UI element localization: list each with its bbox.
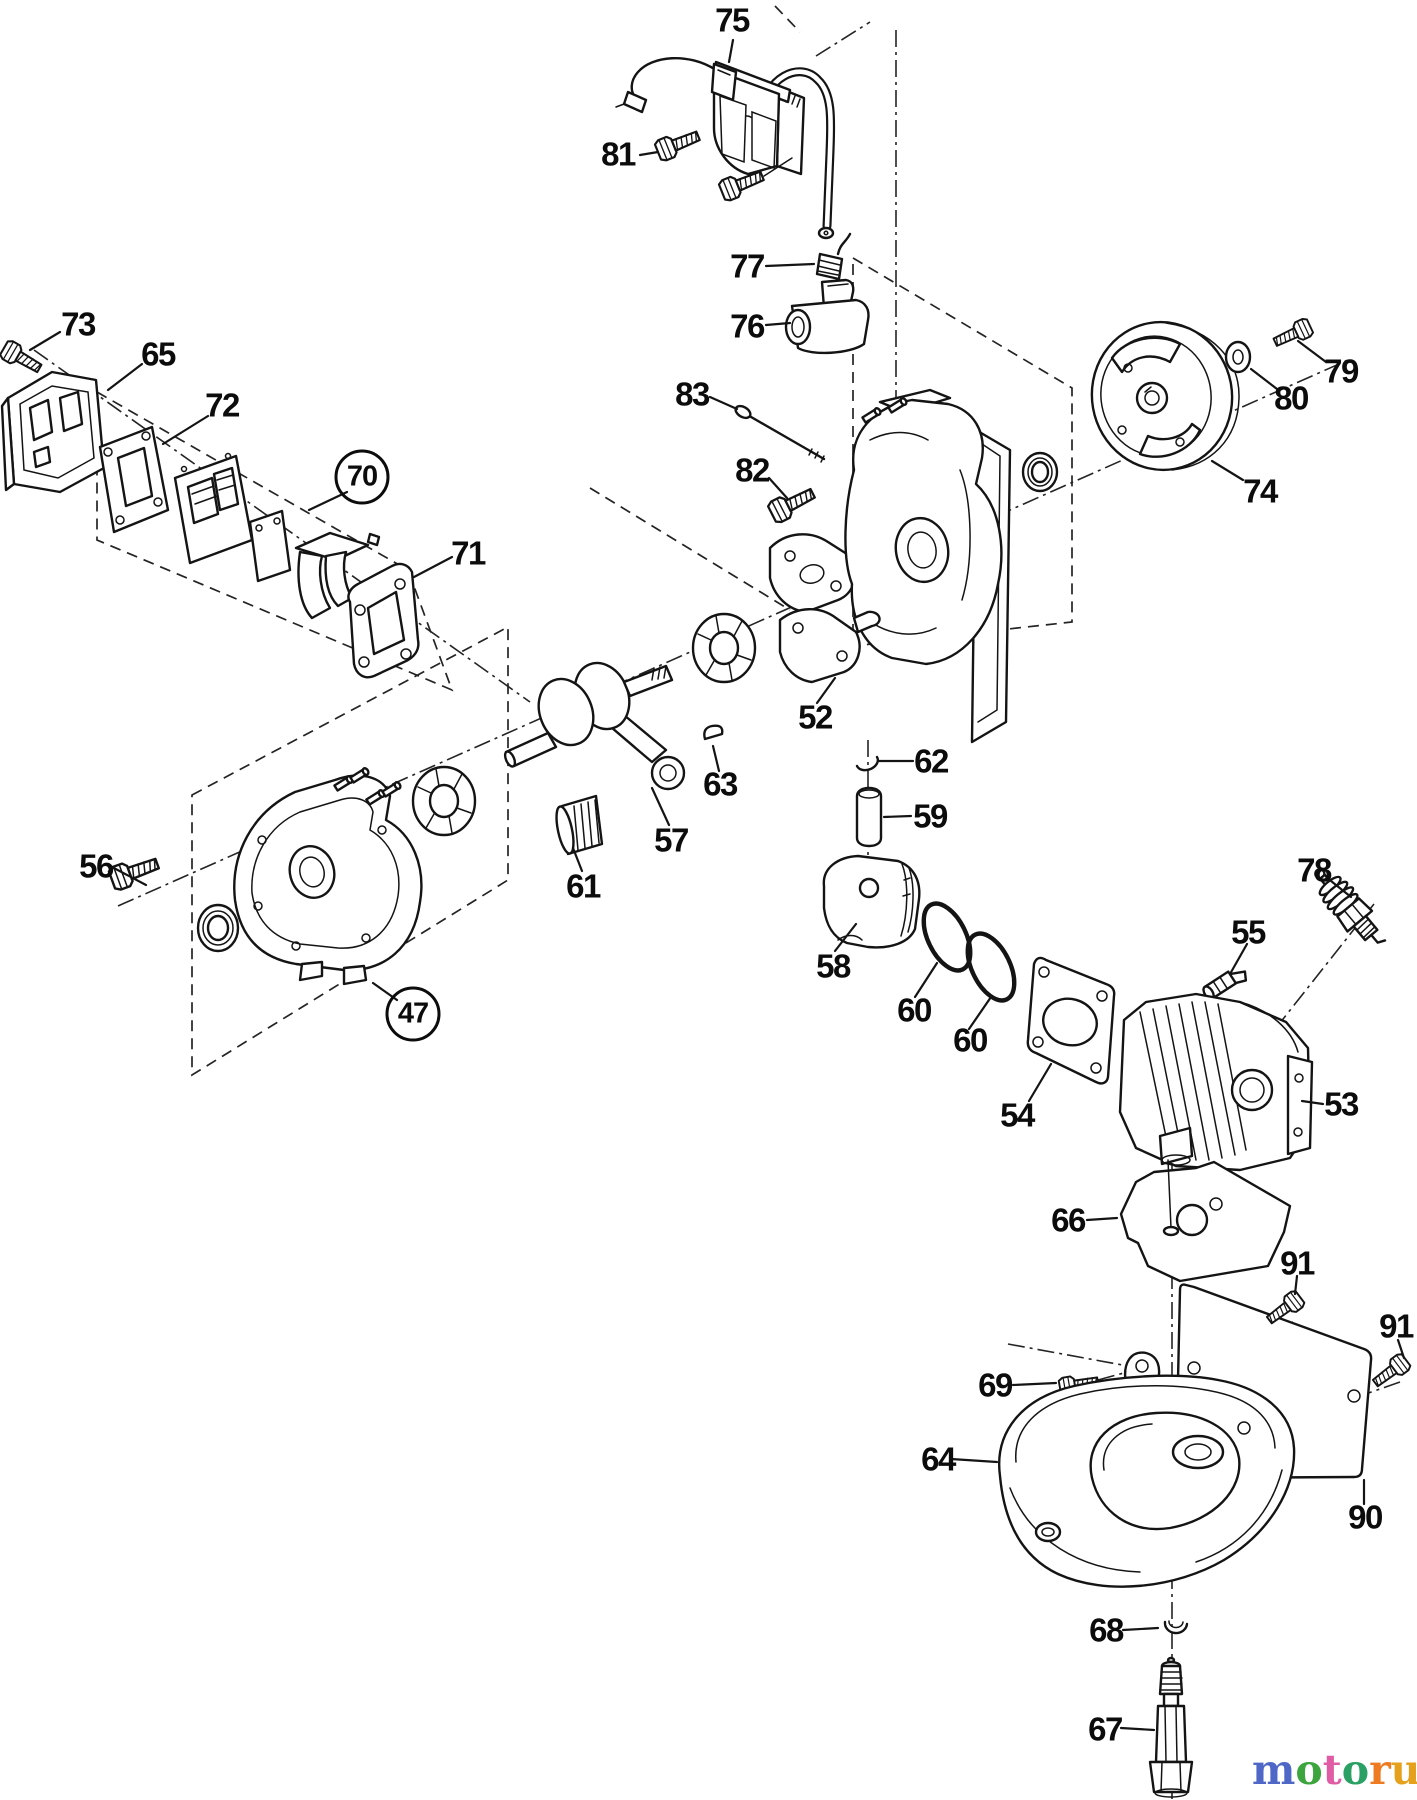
part-label-54: 54 (1000, 1096, 1035, 1134)
watermark-letter-m: m (1252, 1746, 1296, 1794)
part-label-68: 68 (1089, 1611, 1124, 1649)
part-80-washer (1224, 340, 1252, 374)
part-crankcase-right (844, 388, 1012, 744)
part-82-bolt (765, 482, 819, 526)
part-label-72: 72 (205, 386, 240, 424)
part-label-64: 64 (921, 1440, 956, 1478)
part-label-75: 75 (715, 1, 750, 39)
part-64-fuel-tank (998, 1351, 1296, 1588)
part-label-81: 81 (601, 135, 636, 173)
part-label-77: 77 (730, 247, 765, 285)
part-label-82: 82 (735, 451, 770, 489)
part-label-74: 74 (1243, 472, 1278, 510)
part-label-78: 78 (1297, 851, 1332, 889)
part-label-65: 65 (141, 335, 176, 373)
part-label-47: 47 (385, 986, 441, 1042)
part-70-stop-plate (248, 509, 292, 583)
part-60-piston-rings (921, 901, 1017, 1003)
part-77-spring (815, 232, 852, 281)
part-label-66: 66 (1051, 1201, 1086, 1239)
part-59-wrist-pin (855, 786, 883, 848)
part-bearing-left (411, 765, 477, 837)
part-label-62: 62 (914, 742, 949, 780)
part-63-key (703, 724, 724, 741)
part-bearing-right (691, 612, 757, 684)
part-label-91a: 91 (1280, 1244, 1315, 1282)
part-label-57: 57 (654, 821, 689, 859)
leader-lines (28, 38, 1406, 1732)
part-label-53: 53 (1324, 1085, 1359, 1123)
part-62-circlip (855, 755, 879, 772)
part-label-52: 52 (798, 698, 833, 736)
part-label-70: 70 (334, 449, 390, 505)
part-56-bolt (106, 851, 163, 893)
part-label-55: 55 (1231, 913, 1266, 951)
part-65-airbox (0, 370, 106, 494)
part-label-90: 90 (1348, 1498, 1383, 1536)
part-52-gaskets (768, 533, 861, 684)
part-67-fuel-filter (1148, 1656, 1194, 1798)
watermark-letter-r: r (1369, 1746, 1391, 1794)
part-58-piston (822, 854, 921, 949)
part-label-79: 79 (1324, 352, 1359, 390)
part-label-91b: 91 (1379, 1307, 1414, 1345)
part-label-83: 83 (675, 375, 710, 413)
part-oil-seal-right (1021, 451, 1059, 493)
part-57-crankshaft (503, 661, 686, 791)
part-61-needle-bearing (555, 794, 604, 856)
watermark-letter-u: u (1390, 1746, 1417, 1794)
part-label-69: 69 (978, 1366, 1013, 1404)
part-47-crankcase-left (233, 766, 423, 986)
part-75-ignition-coil (615, 57, 836, 240)
part-label-76: 76 (730, 307, 765, 345)
part-71-gasket (347, 562, 420, 679)
part-oil-seal-left (196, 903, 240, 953)
part-label-59: 59 (913, 797, 948, 835)
part-label-58: 58 (816, 947, 851, 985)
part-76-plug-boot (784, 278, 870, 355)
part-79-bolt (1270, 316, 1316, 352)
part-78-spark-plug (1314, 867, 1387, 944)
part-label-56: 56 (79, 847, 114, 885)
part-label-60a: 60 (897, 991, 932, 1029)
watermark-letter-t: t (1322, 1746, 1342, 1794)
watermark-letter-o2: o (1341, 1746, 1370, 1794)
part-74-flywheel (1090, 320, 1240, 472)
watermark-letter-o1: o (1295, 1746, 1323, 1794)
part-53-cylinder (1118, 992, 1314, 1172)
part-70-reed-plate (173, 452, 254, 565)
part-label-80: 80 (1274, 379, 1309, 417)
part-54-cylinder-gasket (1026, 956, 1116, 1085)
part-66-heat-dam-gasket (1119, 1159, 1292, 1283)
part-label-73: 73 (61, 305, 96, 343)
part-72-gasket (98, 425, 170, 534)
part-70-reed-petals (294, 531, 381, 620)
part-label-71: 71 (451, 534, 486, 572)
part-label-61: 61 (566, 867, 601, 905)
part-label-67: 67 (1088, 1710, 1123, 1748)
part-label-63: 63 (703, 765, 738, 803)
watermark-motoruf: motoruf.de (1252, 1750, 1417, 1791)
part-68-clip (1163, 1620, 1189, 1635)
part-label-60b: 60 (953, 1021, 988, 1059)
